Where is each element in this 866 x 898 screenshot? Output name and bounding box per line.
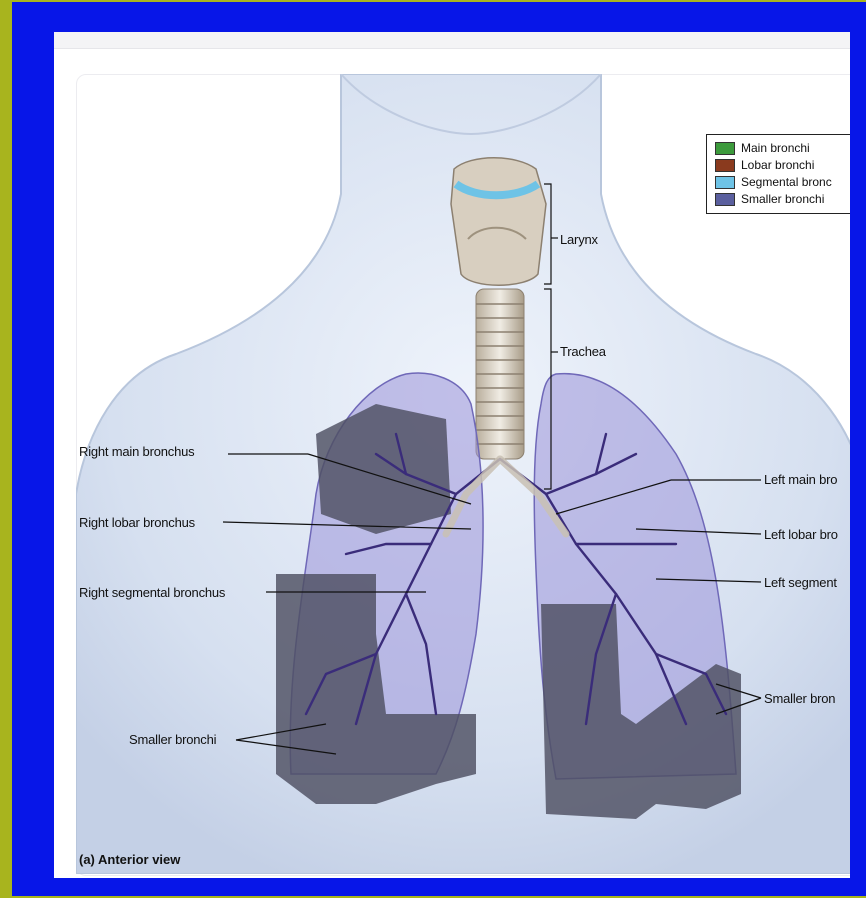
label-trachea: Trachea [560, 344, 606, 359]
legend-swatch [715, 142, 735, 155]
legend-swatch [715, 176, 735, 189]
legend-swatch [715, 193, 735, 206]
trachea-shape [476, 289, 524, 459]
label-smaller-bronchi-right: Smaller bronchi [129, 732, 216, 747]
label-right-segmental-bronchus: Right segmental bronchus [79, 585, 225, 600]
top-bar [54, 32, 850, 49]
label-larynx: Larynx [560, 232, 598, 247]
label-left-lobar-bronchus: Left lobar bro [764, 527, 838, 542]
legend-swatch [715, 159, 735, 172]
label-left-segmental-bronchus: Left segment [764, 575, 837, 590]
label-left-main-bronchus: Left main bro [764, 472, 837, 487]
legend-label: Smaller bronchi [741, 192, 824, 206]
window-frame: Larynx Trachea Right main bronchus Right… [12, 2, 866, 896]
legend-label: Main bronchi [741, 141, 810, 155]
label-smaller-bronchi-left: Smaller bron [764, 691, 835, 706]
legend-label: Segmental bronc [741, 175, 832, 189]
figure-caption: (a) Anterior view [79, 852, 180, 867]
label-right-lobar-bronchus: Right lobar bronchus [79, 515, 195, 530]
legend-label: Lobar bronchi [741, 158, 814, 172]
color-legend: Main bronchi Lobar bronchi Segmental bro… [706, 134, 850, 214]
larynx-shape [451, 158, 546, 286]
screen: Larynx Trachea Right main bronchus Right… [54, 32, 850, 878]
label-right-main-bronchus: Right main bronchus [79, 444, 194, 459]
